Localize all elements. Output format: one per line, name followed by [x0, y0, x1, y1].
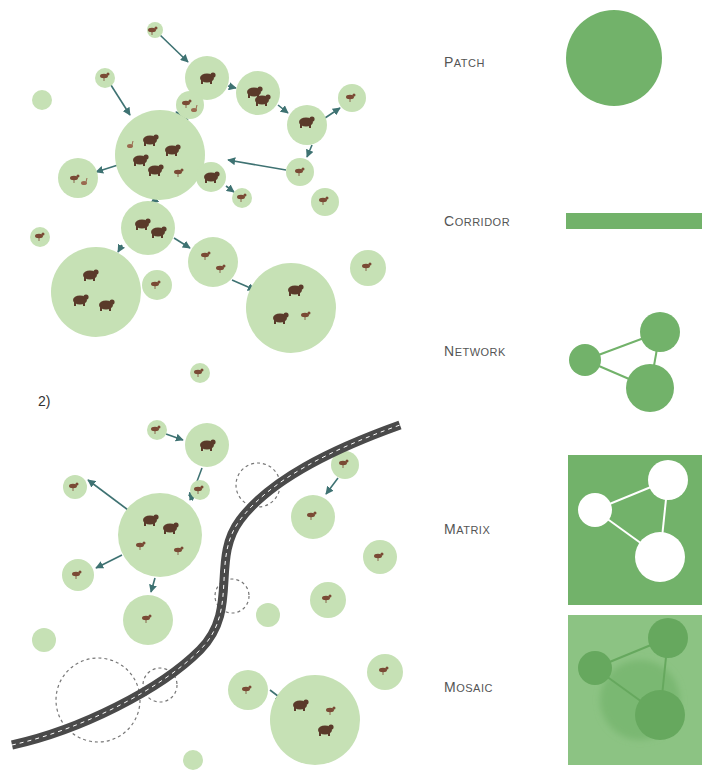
habitat-patches — [30, 22, 386, 383]
legend-samples — [566, 10, 702, 765]
animals — [35, 27, 372, 378]
legend-label: MOSAIC — [444, 679, 493, 695]
panel-number: 2) — [38, 393, 50, 409]
legend-label: PATCH — [444, 54, 485, 70]
lost-patches — [56, 463, 280, 742]
road — [12, 425, 400, 745]
legend-label: MATRIX — [444, 521, 490, 537]
legend-label: NETWORK — [444, 343, 506, 359]
animals — [69, 426, 389, 737]
connection-arrows — [96, 34, 340, 290]
legend-label: CORRIDOR — [444, 213, 510, 229]
